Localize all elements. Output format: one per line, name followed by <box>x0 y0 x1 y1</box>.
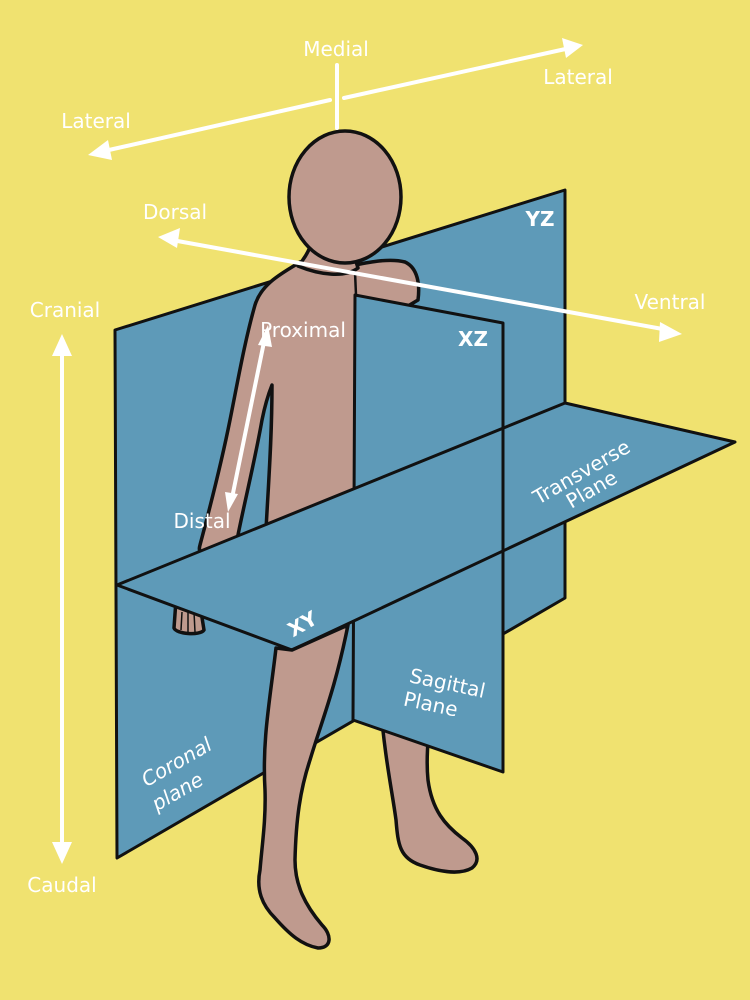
arrowhead-cranial-icon <box>52 334 72 356</box>
arrowhead-proximal-icon <box>258 325 272 347</box>
finger-lines <box>180 611 196 633</box>
label-distal: Distal <box>173 509 230 533</box>
label-xz-plane: XZ <box>458 327 488 351</box>
arrowhead-left-icon <box>88 140 112 160</box>
label-caudal: Caudal <box>27 873 96 897</box>
arrowhead-caudal-icon <box>52 842 72 864</box>
proximal-distal-line <box>230 340 266 500</box>
head <box>287 129 403 265</box>
dorsal-ventral-line <box>170 238 670 332</box>
dorsal-ventral-axis <box>158 228 682 342</box>
arrowhead-right-icon <box>562 38 583 58</box>
lateral-right-arrow <box>342 46 572 100</box>
proximal-distal-axis <box>225 325 272 512</box>
label-cranial: Cranial <box>30 298 101 322</box>
arrowhead-distal-icon <box>225 492 238 512</box>
label-dorsal: Dorsal <box>143 200 207 224</box>
cranial-caudal-axis <box>52 334 72 864</box>
label-medial: Medial <box>303 37 369 61</box>
label-proximal: Proximal <box>260 318 346 342</box>
transverse-plane <box>115 401 737 652</box>
label-lateral-left: Lateral <box>61 109 131 133</box>
arrowhead-dorsal-icon <box>158 228 180 248</box>
left-leg <box>257 623 350 950</box>
medial-lateral-axis <box>88 38 583 160</box>
collarbone-line <box>353 271 358 296</box>
right-leg <box>378 698 479 874</box>
label-ventral: Ventral <box>635 290 706 314</box>
label-lateral-right: Lateral <box>543 65 613 89</box>
label-yz-plane: YZ <box>525 207 555 231</box>
arrowhead-ventral-icon <box>659 322 682 342</box>
lateral-left-arrow <box>98 98 332 154</box>
